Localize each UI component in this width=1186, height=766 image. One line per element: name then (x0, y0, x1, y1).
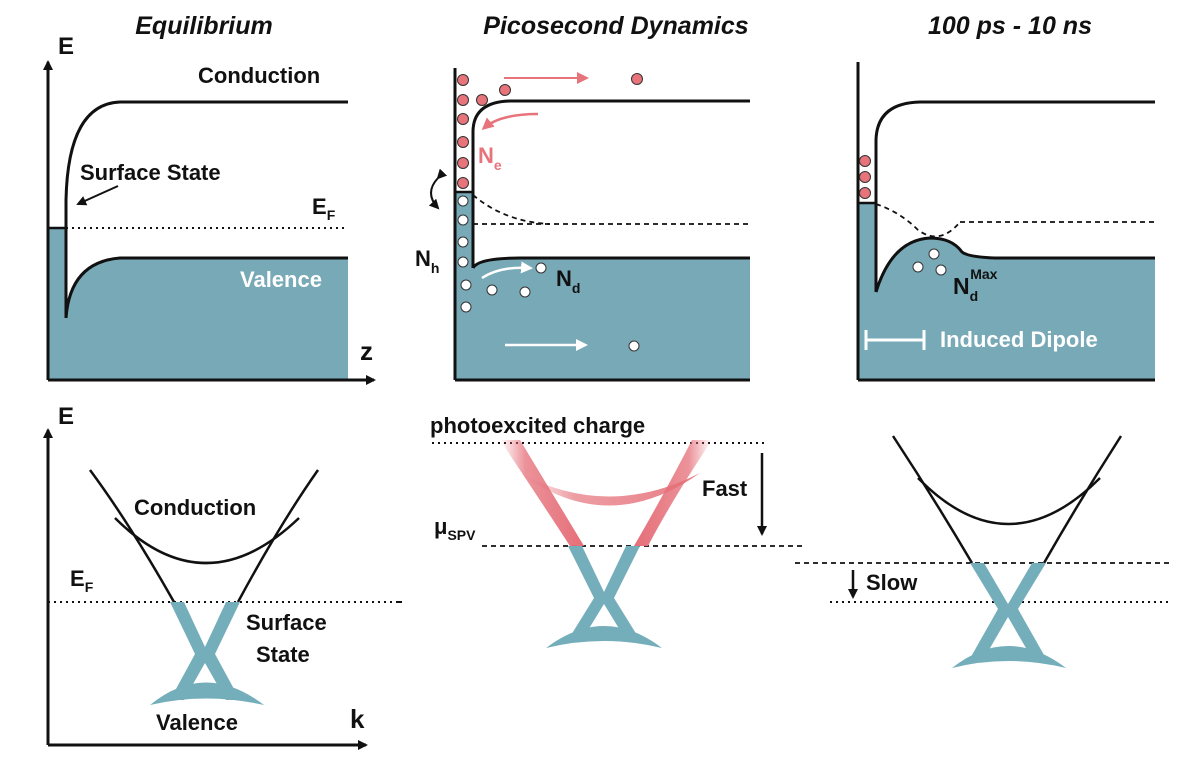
induced-dipole-label: Induced Dipole (940, 327, 1098, 352)
hole (535, 262, 547, 274)
title-100ps-10ns: 100 ps - 10 ns (928, 12, 1092, 40)
conduction-band-parabola (917, 477, 1101, 526)
electron (457, 113, 469, 125)
surface-state-upper-right (236, 469, 320, 603)
photoexcited-label: photoexcited charge (430, 413, 645, 438)
top-panel-late: NdMax Induced Dipole (856, 62, 1155, 382)
surface-state-upper-left (891, 435, 974, 564)
valence-band-cap (952, 646, 1066, 668)
hole (457, 195, 469, 207)
recombination-arrow (428, 168, 448, 210)
electron (499, 84, 511, 96)
hole (457, 256, 469, 268)
electron (457, 136, 469, 148)
excited-surface-state-right (634, 440, 712, 546)
electron (859, 171, 871, 183)
ne-label: Ne (478, 143, 502, 173)
valence-label: Valence (240, 267, 322, 292)
valence-band-cap (150, 682, 264, 705)
k-axis-label: k (350, 704, 365, 734)
conduction-band-parabola (114, 517, 300, 565)
fast-label: Fast (702, 476, 748, 501)
dirac-cone (970, 563, 1046, 655)
valence-band-edge (874, 236, 1155, 293)
hole (460, 301, 472, 313)
photoexcited-electrons (457, 73, 643, 189)
hole (486, 284, 498, 296)
bottom-panel-picosecond: photoexcited charge Fast μSPV (398, 413, 806, 648)
conduction-band-edge (64, 100, 348, 201)
energy-axis-label: E (58, 403, 74, 430)
hole (935, 264, 947, 276)
ndmax-label: NdMax (953, 266, 998, 304)
dirac-cone (170, 602, 240, 700)
electron (457, 74, 469, 86)
surface-state-upper-left (88, 469, 176, 603)
energy-axis-label: E (58, 33, 74, 60)
hole (460, 279, 472, 291)
electron (476, 94, 488, 106)
valence-band-edge (471, 256, 750, 269)
top-panel-equilibrium: E z Conduction Surface State EF Valence (43, 33, 376, 385)
electron-trap-arrow (481, 112, 539, 130)
surface-state-line1: Surface (246, 610, 327, 635)
top-panel-picosecond: Ne Nh Nd (415, 68, 750, 382)
dipole-scale-bar (864, 330, 926, 350)
conduction-label: Conduction (134, 495, 256, 520)
valence-band-edge (64, 256, 348, 319)
excited-surface-state-left (500, 440, 584, 546)
bent-fermi-line (875, 203, 961, 238)
electron (457, 177, 469, 189)
electron (859, 187, 871, 199)
excited-conduction-band (520, 473, 700, 506)
conduction-label: Conduction (198, 63, 320, 88)
bent-quasi-fermi-line (472, 194, 551, 225)
mu-spv-label: μSPV (434, 514, 476, 543)
slow-label: Slow (866, 570, 918, 595)
hole (457, 236, 469, 248)
conduction-band-edge (874, 100, 1155, 141)
surface-state-label: Surface State (80, 160, 221, 185)
photoexcited-holes (457, 195, 640, 352)
hole (457, 214, 469, 226)
valence-band-fill (48, 228, 348, 380)
valence-label: Valence (156, 710, 238, 735)
valence-band-fill (455, 192, 750, 380)
electron (457, 94, 469, 106)
fermi-label: EF (312, 194, 336, 223)
valence-band-fill (858, 203, 1155, 380)
electron (631, 73, 643, 85)
z-axis-label: z (360, 336, 373, 366)
hole (628, 340, 640, 352)
surface-state-line2: State (256, 642, 310, 667)
fermi-label: EF (70, 566, 94, 595)
nh-label: Nh (415, 246, 439, 276)
hole (928, 248, 940, 260)
dirac-cone (568, 546, 640, 640)
hole (912, 261, 924, 273)
surface-state-arrow (76, 185, 119, 206)
valence-band-cap (546, 626, 662, 648)
nd-label: Nd (556, 266, 580, 296)
conduction-band-edge (471, 99, 750, 133)
title-equilibrium: Equilibrium (135, 12, 273, 40)
surface-state-upper-right (1042, 435, 1123, 564)
electron (457, 157, 469, 169)
bottom-panel-equilibrium: E k Conduction EF Surface State Valence (43, 403, 400, 750)
title-picosecond-dynamics: Picosecond Dynamics (483, 12, 748, 40)
electron (859, 155, 871, 167)
hole (519, 286, 531, 298)
hole-arrow (481, 261, 533, 280)
bottom-panel-late: Slow (795, 435, 1172, 668)
